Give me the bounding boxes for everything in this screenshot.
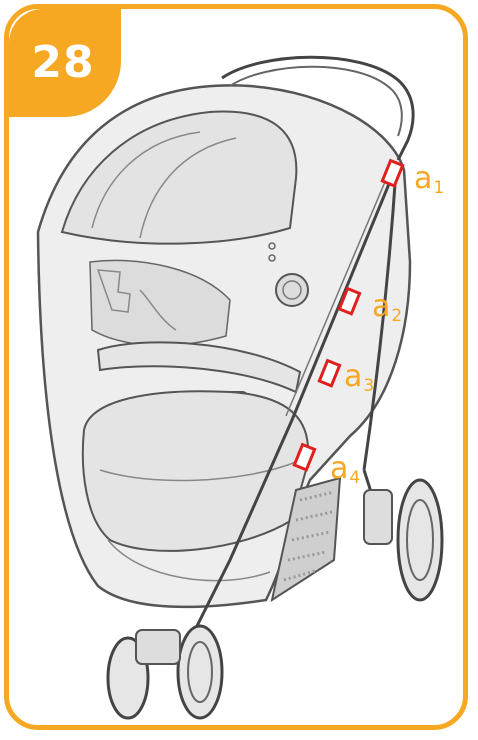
callout-a2: a2 [372, 289, 403, 327]
rear-wheel [363, 478, 444, 602]
seat-bucket [81, 390, 310, 552]
front-wheels [106, 624, 224, 720]
frame-rear-leg [362, 169, 398, 471]
seat-panel [89, 259, 231, 347]
callout-a4: a4 [330, 451, 361, 489]
step-frame: 28 [4, 4, 468, 730]
step-badge: 28 [9, 9, 121, 117]
attachment-marker-a4 [292, 442, 317, 472]
handlebar [221, 55, 415, 161]
step-number: 28 [31, 36, 95, 88]
canopy-hub [275, 273, 309, 307]
storage-basket [270, 476, 342, 603]
attachment-marker-a1 [380, 158, 405, 188]
callout-a3: a3 [344, 359, 375, 397]
callout-a1: a1 [414, 161, 445, 199]
attachment-marker-a3 [317, 358, 342, 388]
attachment-marker-a2 [337, 286, 362, 316]
canopy [60, 110, 298, 245]
